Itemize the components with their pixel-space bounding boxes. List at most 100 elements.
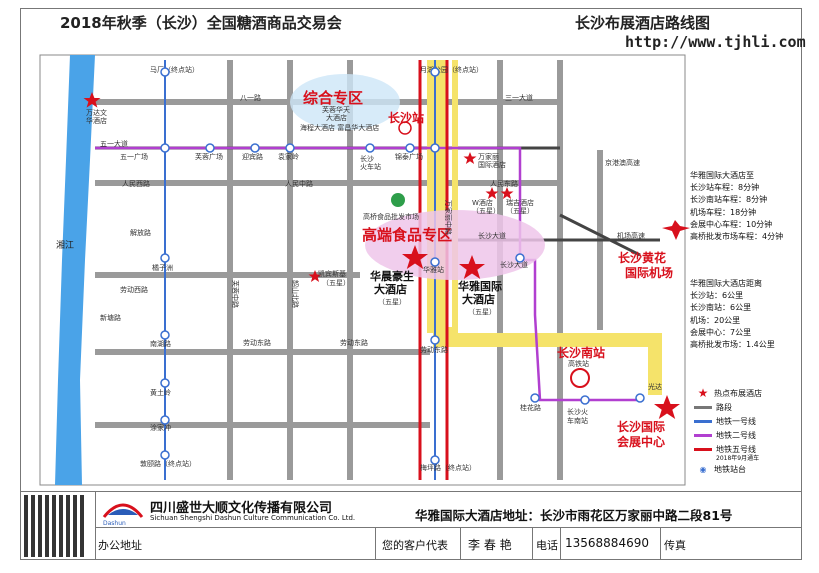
- changsha-station-label: 长沙站: [388, 110, 424, 125]
- hotel-wanjiali-1: 万家丽: [478, 152, 499, 161]
- road-label-jingzhu: 京港澳高速: [605, 158, 640, 167]
- xiangjiang-river: [55, 55, 95, 485]
- comprehensive-zone-area: [290, 74, 400, 130]
- footer: Dashun 四川盛世大顺文化传播有限公司 Sichuan Shengshi D…: [20, 491, 802, 560]
- company-name-en: Sichuan Shengshi Dashun Culture Communic…: [150, 514, 356, 522]
- station-hengshan: 梅坪路（终点站）: [420, 463, 476, 472]
- station-south-2: 车南站: [567, 416, 588, 425]
- premium-zone-label: 高端食品专区: [362, 226, 452, 244]
- road-label-wanjiali: 万家丽中路: [444, 200, 453, 235]
- company-name: 四川盛世大顺文化传播有限公司: [150, 501, 333, 516]
- road-label-furong: 芙蓉中路: [231, 280, 240, 308]
- main-route-edge: [427, 60, 458, 333]
- station-huoche-2: 火车站: [360, 162, 381, 171]
- fax-label: 传真: [664, 539, 686, 552]
- station-juzizhou: 橘子洲: [152, 263, 173, 272]
- distance-row: 长沙南站：6公里: [690, 303, 752, 313]
- hotel-ruiji-2: （五星）: [506, 207, 534, 215]
- hotel-address: 华雅国际大酒店地址：长沙市雨花区万家丽中路二段81号: [415, 508, 733, 523]
- station-tuanjie: 涂家冲: [150, 423, 171, 432]
- travel-time-row: 高桥批发市场车程：4分钟: [690, 232, 784, 242]
- travel-time-row: 长沙南站车程：8分钟: [690, 195, 768, 205]
- travel-time-box: 华雅国际大酒店至 长沙站车程：8分钟 长沙南站车程：8分钟 机场车程：18分钟 …: [690, 170, 792, 243]
- station-maling: 马厂（终点站）: [150, 65, 199, 74]
- map-frame: [20, 8, 802, 560]
- expo-label-1: 长沙国际: [617, 419, 665, 434]
- road-label-laodong-w: 劳动西路: [120, 285, 148, 294]
- legend-line1: 地铁一号线: [716, 416, 756, 426]
- road-label-renmin-e: 人民东路: [490, 179, 518, 188]
- distance-row: 机场：20公里: [690, 315, 741, 325]
- hotel-kaibin-2: （五星）: [322, 279, 350, 287]
- station-furong: 芙蓉广场: [195, 152, 223, 161]
- distance-row: 会展中心：7公里: [690, 327, 752, 337]
- road-label-airport: 机场高速: [617, 231, 645, 240]
- station-wuyi: 五一广场: [120, 152, 148, 161]
- distance-box: 华雅国际大酒店距离 长沙站：6公里 长沙南站：6公里 机场：20公里 会展中心：…: [690, 278, 792, 351]
- road-label-wuyi: 五一大道: [100, 139, 128, 148]
- road-label-sanyi: 三一大道: [505, 93, 533, 102]
- south-station-sub: 高铁站: [568, 359, 589, 368]
- station-south-1: 长沙火: [567, 407, 588, 416]
- qr-code[interactable]: [24, 495, 86, 557]
- hotel-furong-2: 大酒店: [326, 113, 347, 122]
- distance-title: 华雅国际大酒店距离: [690, 279, 762, 288]
- station-changsha-dadao: 长沙大道: [500, 260, 528, 269]
- hotel-w-1: W酒店: [472, 198, 493, 207]
- station-huoche-1: 长沙: [360, 154, 374, 163]
- road-label-renmin-m: 人民中路: [285, 179, 313, 188]
- station-yuehu: 月湖公园（终点站）: [420, 65, 483, 74]
- airport-label-2: 国际机场: [625, 265, 673, 280]
- hotel-huaya-1: 华雅国际: [458, 279, 502, 293]
- metro-station-icon: ◉: [699, 464, 707, 474]
- train-icon: [398, 121, 412, 135]
- airplane-icon: [662, 220, 690, 240]
- landmark-haitian: 海程大酒店 富昌华大酒店: [300, 123, 379, 132]
- station-huangtu: 黄土岭: [150, 388, 171, 397]
- legend-road: 路段: [716, 402, 732, 412]
- star-icon: ★: [697, 386, 709, 400]
- hotel-wanda-1: 万达文: [86, 108, 107, 117]
- hotel-huaya-2: 大酒店: [462, 292, 495, 306]
- station-yuanjia: 袁家岭: [278, 152, 299, 161]
- legend-line5-note: 2018年9月通车: [716, 455, 760, 462]
- road-label-xintang: 新塘路: [100, 313, 121, 322]
- airport-label-1: 长沙黄花: [618, 250, 666, 265]
- travel-time-row: 会展中心车程：10分钟: [690, 219, 773, 229]
- river-label: 湘江: [56, 239, 74, 251]
- company-logo: [102, 503, 144, 518]
- legend-hotel: 热点布展酒店: [714, 388, 762, 398]
- hotel-w-2: （五星）: [472, 207, 500, 215]
- station-markers: [160, 67, 645, 465]
- map-legend: ★热点布展酒店 路段 地铁一号线 地铁二号线 地铁五号线 2018年9月通车 ◉…: [692, 386, 792, 476]
- expo-label-2: 会展中心: [617, 434, 665, 449]
- hotel-huachen-1: 华晨豪生: [370, 269, 414, 283]
- rep-label: 您的客户代表: [382, 539, 448, 552]
- station-huaya: 华雅站: [423, 265, 444, 274]
- road-label-laodong: 劳动东路: [243, 338, 271, 347]
- station-jintai: 锦泰广场: [395, 152, 423, 161]
- office-label: 办公地址: [98, 539, 142, 552]
- road-label-bayi: 八一路: [240, 93, 261, 102]
- rail-station-icon: [570, 368, 590, 388]
- hotel-wanda-2: 华酒店: [86, 116, 107, 125]
- company-logo-text: Dashun: [103, 520, 126, 527]
- hotel-huachen-2: 大酒店: [374, 282, 407, 296]
- phone-number[interactable]: 13568884690: [565, 536, 649, 550]
- website-link[interactable]: http://www.tjhli.com: [625, 33, 806, 51]
- south-station-label: 长沙南站: [557, 345, 605, 360]
- main-route: [433, 60, 662, 395]
- legend-line5: 地铁五号线: [716, 444, 756, 454]
- station-laodong: 劳动东路: [420, 345, 448, 354]
- station-guihua: 桂花路: [520, 403, 541, 412]
- page-title: 2018年秋季（长沙）全国糖酒商品交易会: [60, 14, 342, 32]
- legend-station: 地铁站台: [714, 464, 746, 474]
- road-label-changsha-dadao: 长沙大道: [478, 231, 506, 240]
- hotel-huaya-3: （五星）: [468, 308, 496, 316]
- travel-time-row: 机场车程：18分钟: [690, 207, 757, 217]
- station-yingbin: 迎宾路: [242, 152, 263, 161]
- hotel-stars: [83, 92, 680, 419]
- station-nanhu: 南湖路: [150, 339, 171, 348]
- distance-row: 高桥批发市场：1.4公里: [690, 340, 775, 350]
